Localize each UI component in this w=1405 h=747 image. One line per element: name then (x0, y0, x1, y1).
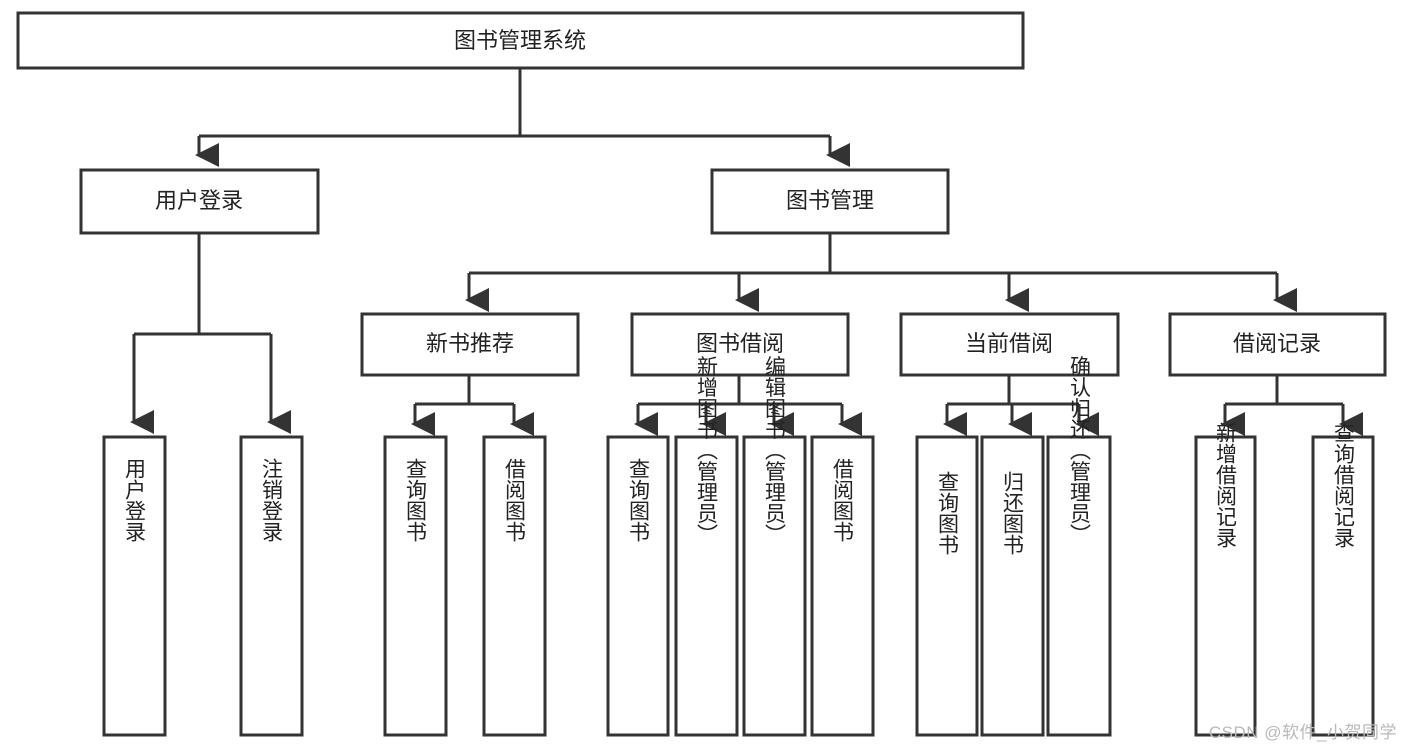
leaf-br-add-record-label: 新增借阅记录 (1214, 422, 1238, 548)
node-root-label: 图书管理系统 (454, 28, 586, 53)
leaf-cb-query-book[interactable]: 查询图书 (915, 435, 979, 737)
node-new-book-recommend-box[interactable] (360, 312, 580, 377)
leaf-cb-confirm-return-admin[interactable]: 确认归还（管理员） (1046, 356, 1112, 737)
node-root-box[interactable] (16, 11, 1025, 70)
node-current-borrow-label: 当前借阅 (965, 331, 1053, 356)
node-current-borrow[interactable]: 当前借阅 (899, 312, 1120, 377)
node-borrow-record-label: 借阅记录 (1233, 331, 1321, 356)
node-book-management-box[interactable] (710, 168, 950, 235)
leaf-cb-return-book-label: 归还图书 (1001, 471, 1025, 555)
node-user-login-box[interactable] (79, 168, 320, 235)
leaf-bb-query-book-label: 查询图书 (627, 458, 651, 542)
leaf-bb-borrow-book-label: 借阅图书 (831, 458, 855, 542)
leaf-bb-query-book[interactable]: 查询图书 (606, 435, 670, 737)
leaf-nbr-borrow-book-box[interactable] (482, 435, 547, 737)
node-new-book-recommend[interactable]: 新书推荐 (360, 312, 580, 377)
leaf-br-add-record-box[interactable] (1194, 435, 1257, 737)
leaf-bb-edit-book-admin-label: 编辑图书（管理员） (763, 356, 787, 545)
leaf-user-login-box[interactable] (102, 435, 167, 737)
leaf-br-query-record[interactable]: 查询借阅记录 (1311, 422, 1375, 737)
leaf-cb-confirm-return-admin-box[interactable] (1046, 435, 1112, 737)
leaf-br-add-record[interactable]: 新增借阅记录 (1194, 422, 1257, 737)
leaf-nbr-borrow-book[interactable]: 借阅图书 (482, 435, 547, 737)
node-current-borrow-box[interactable] (899, 312, 1120, 377)
leaf-logout-label: 注销登录 (260, 458, 284, 542)
node-book-borrow[interactable]: 图书借阅 (630, 312, 850, 377)
leaf-bb-add-book-admin-box[interactable] (674, 435, 739, 737)
leaf-logout-box[interactable] (239, 435, 304, 737)
leaf-br-query-record-box[interactable] (1311, 435, 1375, 737)
leaf-nbr-query-book-box[interactable] (383, 435, 448, 737)
leaf-user-login[interactable]: 用户登录 (102, 435, 167, 737)
leaf-cb-return-book[interactable]: 归还图书 (980, 435, 1045, 737)
leaf-cb-query-book-label: 查询图书 (936, 471, 960, 555)
leaf-logout[interactable]: 注销登录 (239, 435, 304, 737)
leaf-bb-edit-book-admin[interactable]: 编辑图书（管理员） (742, 356, 807, 737)
leaf-bb-edit-book-admin-box[interactable] (742, 435, 807, 737)
leaf-cb-confirm-return-admin-label: 确认归还（管理员） (1068, 356, 1092, 545)
node-book-borrow-box[interactable] (630, 312, 850, 377)
leaf-bb-borrow-book[interactable]: 借阅图书 (810, 435, 875, 737)
leaf-nbr-borrow-book-label: 借阅图书 (503, 458, 527, 542)
leaf-user-login-label: 用户登录 (123, 458, 147, 542)
leaf-nbr-query-book-label: 查询图书 (404, 458, 428, 542)
node-new-book-recommend-label: 新书推荐 (426, 331, 514, 356)
leaf-nbr-query-book[interactable]: 查询图书 (383, 435, 448, 737)
connector-group (130, 68, 1363, 436)
node-book-management[interactable]: 图书管理 (710, 168, 950, 235)
watermark-text: CSDN @软件_小贺同学 (1208, 723, 1397, 742)
leaf-bb-add-book-admin[interactable]: 新增图书（管理员） (674, 356, 739, 737)
node-user-login-label: 用户登录 (155, 188, 243, 213)
leaf-bb-borrow-book-box[interactable] (810, 435, 875, 737)
leaf-cb-return-book-box[interactable] (980, 435, 1045, 737)
node-borrow-record-box[interactable] (1168, 312, 1387, 377)
leaf-bb-query-book-box[interactable] (606, 435, 670, 737)
leaf-cb-query-book-box[interactable] (915, 435, 979, 737)
leaf-br-query-record-label: 查询借阅记录 (1332, 422, 1356, 548)
node-borrow-record[interactable]: 借阅记录 (1168, 312, 1387, 377)
leaf-bb-add-book-admin-label: 新增图书（管理员） (695, 356, 719, 545)
node-book-borrow-label: 图书借阅 (696, 331, 784, 356)
node-root[interactable]: 图书管理系统 (16, 11, 1025, 70)
node-book-management-label: 图书管理 (786, 188, 874, 213)
node-user-login[interactable]: 用户登录 (79, 168, 320, 235)
